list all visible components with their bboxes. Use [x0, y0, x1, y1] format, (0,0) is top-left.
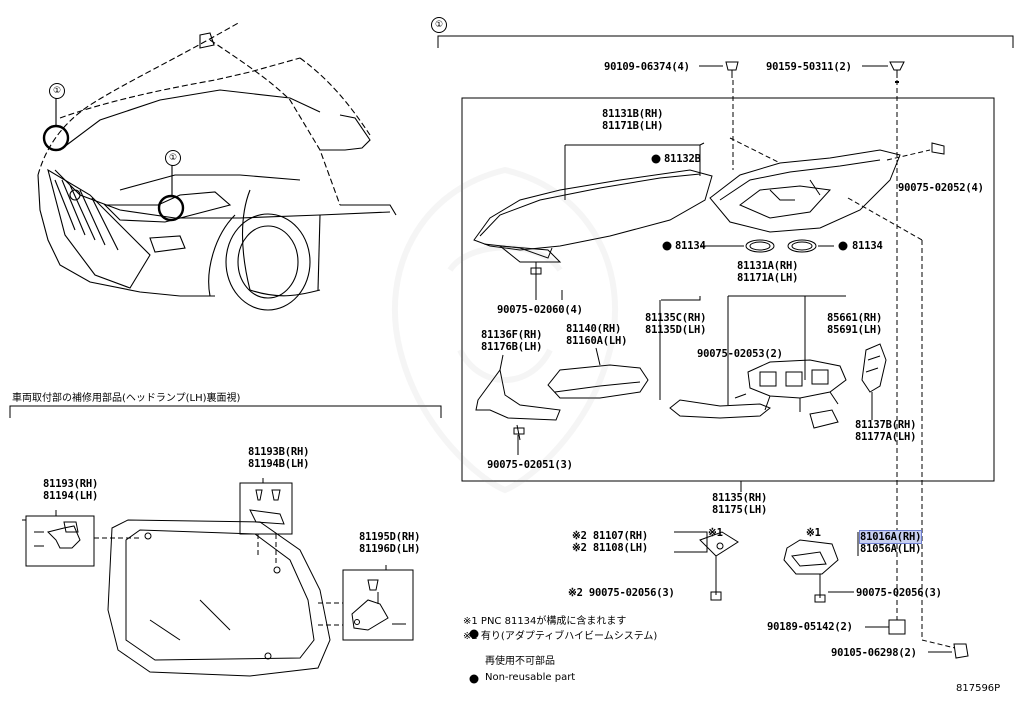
part-label[interactable]: 81195D(RH) — [359, 531, 421, 543]
part-label[interactable]: 81132B — [664, 153, 701, 165]
diagram-code: 817596P — [956, 683, 1001, 694]
part-label-group: 81140(RH) 81160A(LH) — [566, 323, 627, 347]
note-1: ※1 PNC 81134が構成に含まれます — [463, 616, 627, 627]
part-label-group: 85661(RH) 85691(LH) — [827, 312, 882, 336]
part-label-group: 81131B(RH) 81171B(LH) — [602, 108, 663, 132]
rear-view-headlamp — [107, 519, 331, 677]
reflector-module — [734, 343, 887, 429]
part-label-group: 81135(RH) 81175(LH) — [712, 492, 767, 516]
part-label[interactable]: 90189-05142(2) — [767, 621, 853, 633]
part-label-group: 81016A(RH) 81056A(LH) — [858, 530, 923, 555]
part-label[interactable]: 85661(RH) — [827, 312, 883, 324]
part-label[interactable]: 81193B(RH) — [248, 446, 310, 458]
note-mark: ※2 — [568, 587, 583, 599]
part-label[interactable]: 81136F(RH) — [481, 329, 543, 341]
section-title: 車両取付部の補修用部品(ヘッドランプ(LH)裏面視) — [12, 393, 241, 404]
part-label[interactable]: 90075-02053(2) — [697, 348, 783, 360]
part-label[interactable]: 90075-02060(4) — [497, 304, 583, 316]
part-label[interactable]: 90075-02051(3) — [487, 459, 573, 471]
part-label[interactable]: 81177A(LH) — [855, 431, 917, 443]
part-label[interactable]: 90105-06298(2) — [831, 647, 917, 659]
part-label[interactable]: 81171A(LH) — [737, 272, 799, 284]
part-label-group: 81135C(RH) 81135D(LH) — [645, 312, 706, 336]
part-label[interactable]: 81175(LH) — [712, 504, 768, 516]
top-fasteners — [699, 61, 905, 620]
part-label-group: ※2 90075-02056(3) — [568, 587, 675, 599]
legend-japanese: 再使用不可部品 — [485, 656, 555, 667]
part-label[interactable]: 81131B(RH) — [602, 108, 664, 120]
callout-marker: ① — [49, 83, 65, 99]
part-label[interactable]: 81131A(RH) — [737, 260, 799, 272]
part-label-highlighted[interactable]: 81016A(RH) — [858, 530, 923, 544]
part-label[interactable]: 81171B(LH) — [602, 120, 664, 132]
note-2: ※2 有り(アダプティブハイビームシステム) — [463, 631, 658, 642]
vehicle-front-illustration — [37, 21, 397, 311]
part-label[interactable]: 81194(LH) — [43, 490, 99, 502]
part-label[interactable]: 81140(RH) — [566, 323, 622, 335]
note-mark: ※1 — [806, 527, 821, 539]
part-label[interactable]: 81107(RH) — [592, 530, 648, 542]
side-brackets — [475, 347, 771, 455]
part-label[interactable]: 90075-02052(4) — [898, 182, 984, 194]
note-mark: ※2 — [572, 530, 587, 542]
part-label[interactable]: 81137B(RH) — [855, 419, 917, 431]
part-label[interactable]: 81193(RH) — [43, 478, 99, 490]
part-label[interactable]: 81160A(LH) — [566, 335, 628, 347]
part-label-group: 81137B(RH) 81177A(LH) — [855, 419, 916, 443]
part-label[interactable]: 81196D(LH) — [359, 543, 421, 555]
part-label-group: 81195D(RH) 81196D(LH) — [359, 531, 420, 555]
part-label[interactable]: 81135C(RH) — [645, 312, 707, 324]
part-label-group: ※2 81107(RH) ※2 81108(LH) — [572, 530, 648, 554]
part-label-group: 81193(RH) 81194(LH) — [43, 478, 98, 502]
part-label[interactable]: 81194B(LH) — [248, 458, 310, 470]
headlamp-lens — [473, 142, 713, 263]
callout-marker: ① — [165, 150, 181, 166]
part-label[interactable]: 81108(LH) — [592, 542, 648, 554]
watermark-emblem — [391, 166, 619, 494]
part-label[interactable]: 81135D(LH) — [645, 324, 707, 336]
part-label[interactable]: 90075-02056(3) — [588, 587, 675, 599]
part-label[interactable]: 90159-50311(2) — [766, 61, 852, 73]
headlamp-housing — [709, 137, 945, 233]
part-label-group: 81193B(RH) 81194B(LH) — [248, 446, 309, 470]
part-label[interactable]: 81134 — [852, 240, 883, 252]
part-label[interactable]: 85691(LH) — [827, 324, 883, 336]
part-label[interactable]: 81056A(LH) — [860, 543, 922, 555]
note-mark: ※2 — [572, 542, 587, 554]
legend-english: Non-reusable part — [485, 672, 576, 683]
part-label-group: 81136F(RH) 81176B(LH) — [481, 329, 542, 353]
part-label[interactable]: 81135(RH) — [712, 492, 768, 504]
section-callout: ① — [431, 17, 447, 33]
part-label-group: 81131A(RH) 81171A(LH) — [737, 260, 798, 284]
part-label[interactable]: 90075-02056(3) — [856, 587, 942, 599]
note-mark: ※1 — [708, 527, 723, 539]
part-label[interactable]: 90109-06374(4) — [604, 61, 690, 73]
part-label[interactable]: 81176B(LH) — [481, 341, 543, 353]
part-label[interactable]: 81134 — [675, 240, 706, 252]
